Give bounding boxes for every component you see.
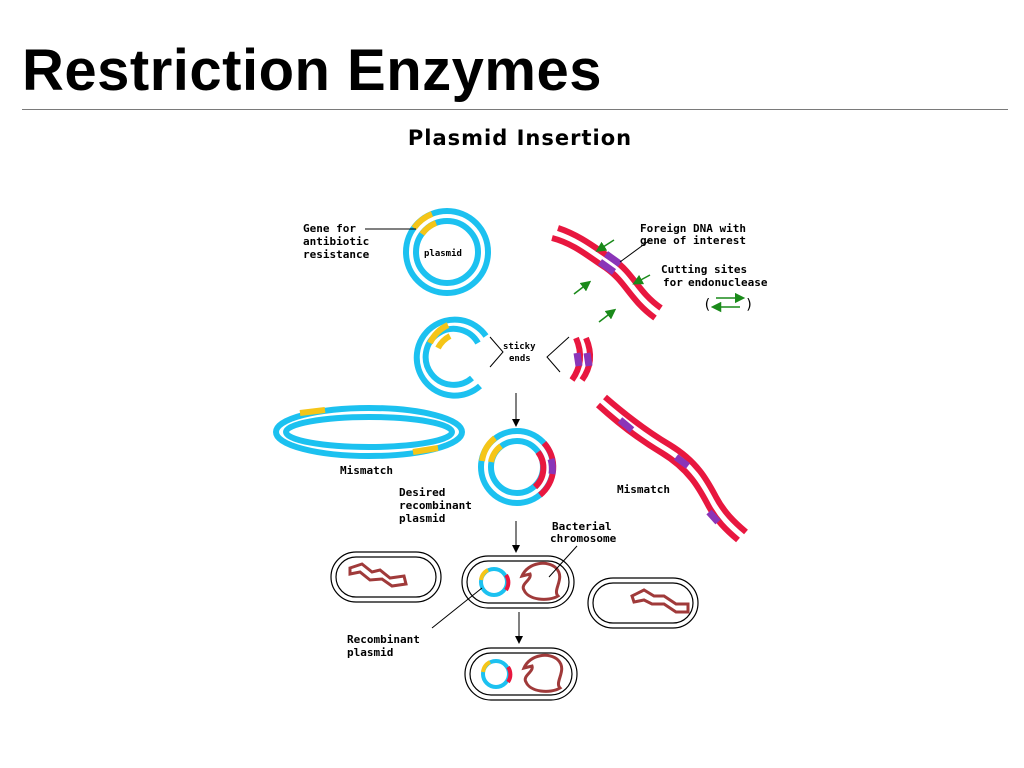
gene-of-interest-segment	[597, 259, 617, 275]
mismatch-plasmid-label: Mismatch	[340, 464, 393, 477]
ends-label: ends	[509, 354, 531, 364]
desired-label-line2: recombinant	[399, 499, 472, 512]
desired-label-line1: Desired	[399, 486, 445, 499]
recombinant-label-line2: plasmid	[347, 646, 393, 659]
endonuclease-legend: ( )	[703, 292, 753, 313]
sticky-ends-bracket-right	[546, 336, 570, 373]
cutting-sites-label-line1: Cutting sites	[661, 263, 747, 276]
foreign-dna-strand	[551, 225, 663, 321]
mismatch-dna-label: Mismatch	[617, 483, 670, 496]
cut-arrow-1	[595, 239, 615, 252]
diagram-title: Plasmid Insertion	[407, 126, 633, 150]
chromosome-leader	[548, 545, 578, 578]
plasmid-label: plasmid	[424, 248, 462, 259]
bacterial-label-line2: chromosome	[550, 532, 617, 545]
dna-fragment	[569, 336, 594, 382]
sticky-ends-bracket-left	[489, 336, 504, 368]
bacterium-bottom	[464, 647, 578, 701]
cutting-sites-label-for: for	[663, 276, 683, 289]
bacterium-right	[587, 577, 699, 629]
mismatch-plasmid	[273, 405, 465, 459]
slide-title: Restriction Enzymes	[22, 38, 603, 103]
foreign-dna-leader	[619, 239, 651, 263]
bacterium-center	[461, 555, 575, 609]
bacterial-chromosome	[519, 561, 562, 601]
recombinant-label-line1: Recombinant	[347, 633, 420, 646]
svg-text:): )	[745, 297, 753, 313]
bacterium-left	[330, 551, 442, 603]
svg-text:(: (	[703, 297, 711, 313]
cut-arrow-2	[632, 274, 651, 285]
foreign-dna-label-line2: gene of interest	[640, 234, 746, 247]
recombinant-leader	[431, 587, 483, 629]
cutting-sites-label-endonuclease: endonuclease	[688, 276, 768, 289]
cut-arrow-4	[598, 308, 617, 323]
bacterial-label-line1: Bacterial	[552, 520, 612, 533]
foreign-dna-label-line1: Foreign DNA with	[640, 222, 746, 235]
gene-label-line2: antibiotic	[303, 235, 369, 248]
desired-label-line3: plasmid	[399, 512, 445, 525]
sticky-label: sticky	[503, 341, 536, 352]
gene-label-line1: Gene for	[303, 222, 356, 235]
cut-arrow-3	[573, 280, 592, 295]
title-divider	[22, 109, 1008, 110]
original-plasmid: plasmid	[403, 208, 491, 296]
mismatch-dna	[595, 394, 748, 543]
cut-plasmid	[413, 316, 489, 399]
resistance-gene-segment	[411, 211, 434, 230]
gene-label-line3: resistance	[303, 248, 370, 261]
desired-recombinant-plasmid	[478, 428, 557, 506]
